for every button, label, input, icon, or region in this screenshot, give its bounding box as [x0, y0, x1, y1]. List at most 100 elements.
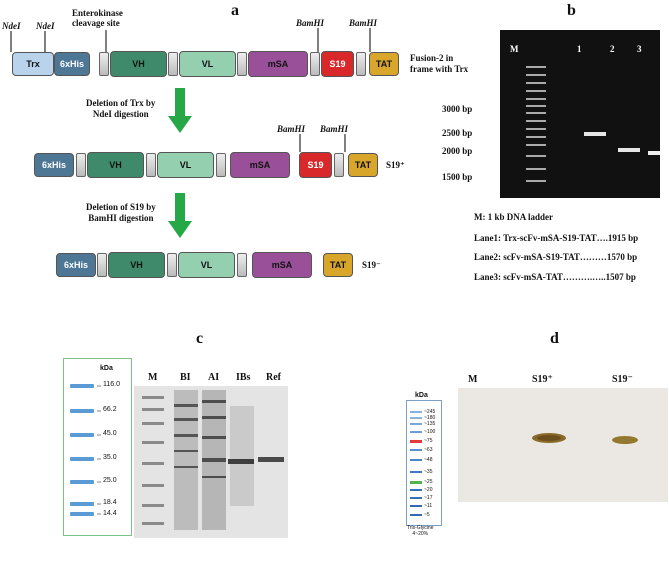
vh-segment: VH — [110, 51, 167, 77]
sds-page-gel-image — [134, 386, 288, 538]
s19-segment: S19 — [321, 51, 354, 77]
marker-label: 25.0 — [103, 477, 117, 484]
marker-label: ~20 — [424, 487, 433, 493]
marker-label: ~48 — [424, 457, 433, 463]
down-arrow-2 — [168, 193, 192, 238]
enterokinase-label: Enterokinase cleavage site — [72, 8, 123, 28]
legend-item: M: 1 kb DNA ladder — [474, 212, 554, 222]
marker-label: 35.0 — [103, 454, 117, 461]
western-blot-bands — [532, 433, 638, 444]
linker — [237, 52, 247, 76]
sds-lane-label: Ref — [266, 372, 281, 383]
marker-label: ~75 — [424, 438, 433, 444]
marker-label: ~135 — [424, 421, 436, 427]
ladder-label: 2500 bp — [442, 128, 473, 138]
agarose-gel-image — [500, 30, 666, 198]
tat-segment: TAT — [323, 253, 353, 277]
marker-label: 45.0 — [103, 430, 117, 437]
linker — [76, 153, 86, 177]
marker-label: ~100 — [424, 429, 436, 435]
sds-lane-label: BI — [180, 372, 191, 383]
msa-segment: mSA — [252, 252, 312, 278]
gel-lane-label: 1 — [577, 44, 582, 54]
linker — [99, 52, 109, 76]
msa-segment: mSA — [230, 152, 290, 178]
sds-lane-label: IBs — [236, 372, 251, 383]
s19-plus-label: S19⁺ — [386, 160, 405, 170]
marker-label: 18.4 — [103, 499, 117, 506]
vl-segment: VL — [157, 152, 214, 178]
linker — [334, 153, 344, 177]
sds-lane-label: M — [148, 372, 158, 383]
panel-b: M 1 2 3 — [480, 30, 669, 300]
legend-item: Lane1: Trx-scFv-mSA-S19-TAT….1915 bp — [474, 233, 639, 243]
linker — [168, 52, 178, 76]
s19-segment: S19 — [299, 152, 332, 178]
linker — [146, 153, 156, 177]
trx-segment: Trx — [12, 52, 54, 76]
panel-label-c: c — [196, 330, 204, 347]
ladder-label: 1500 bp — [442, 172, 473, 182]
step1-label: Deletion of Trx by NdeI digestion — [86, 98, 156, 119]
marker-label: ~63 — [424, 447, 433, 453]
bam-site-label-3: BamHI — [277, 124, 306, 134]
fusion-label: Fusion-2 in frame with Trx — [410, 53, 469, 74]
vh-segment: VH — [87, 152, 144, 178]
bam-site-label-1: BamHI — [296, 18, 325, 28]
tat-segment: TAT — [348, 153, 378, 177]
marker-label: 66.2 — [103, 406, 117, 413]
vh-segment: VH — [108, 252, 165, 278]
marker-label: ~245 — [424, 409, 436, 415]
blot-lane-label: S19⁻ — [612, 374, 633, 385]
msa-segment: mSA — [248, 51, 308, 77]
prestained-marker-box: ~245 ~180 ~135 ~100 ~75 ~63 ~48 ~35 ~25 … — [406, 400, 442, 526]
nde-site-label-2: NdeI — [36, 21, 55, 31]
marker-label: ~25 — [424, 479, 433, 485]
tat-segment: TAT — [369, 52, 399, 76]
gel-lane-label: 3 — [637, 44, 642, 54]
panel-a: NdeI NdeI Enterokinase cleavage site Bam… — [0, 0, 480, 300]
marker-label: ~11 — [424, 503, 433, 509]
sds-gel-bands — [142, 390, 284, 530]
kda-unit-label: kDa — [100, 365, 113, 372]
his-tag-segment: 6xHis — [54, 52, 90, 76]
blot-lane-label: S19⁺ — [532, 374, 553, 385]
ladder-label: 2000 bp — [442, 146, 473, 156]
kda-unit-label: kDa — [415, 392, 428, 399]
marker-label: 14.4 — [103, 510, 117, 517]
linker — [356, 52, 366, 76]
marker-label: ~35 — [424, 469, 433, 475]
linker — [97, 253, 107, 277]
legend-item: Lane2: scFv-mSA-S19-TAT………1570 bp — [474, 252, 638, 262]
panel-label-b: b — [567, 2, 576, 19]
nde-site-label-1: NdeI — [2, 21, 21, 31]
ladder-label: 3000 bp — [442, 104, 473, 114]
blot-lane-label: M — [468, 374, 478, 385]
linker — [237, 253, 247, 277]
prestained-marker-bands — [410, 411, 422, 516]
step2-label: Deletion of S19 by BamHI digestion — [86, 202, 156, 223]
site-lines — [10, 28, 371, 152]
marker-label: ~180 — [424, 415, 436, 421]
his-tag-segment: 6xHis — [56, 253, 96, 277]
gel-bands — [526, 66, 666, 182]
vl-segment: VL — [179, 51, 236, 77]
linker — [310, 52, 320, 76]
legend-item: Lane3: scFv-mSA-TAT……….…..1507 bp — [474, 272, 636, 282]
marker-label: 116.0 — [103, 381, 120, 388]
panel-label-a: a — [231, 2, 239, 19]
panel-label-d: d — [550, 330, 559, 347]
marker-label: ~17 — [424, 495, 433, 501]
linker — [216, 153, 226, 177]
his-tag-segment: 6xHis — [34, 153, 74, 177]
gel-type-label: Tris-Glycine 4~20% — [407, 525, 434, 537]
marker-label: ~5 — [424, 512, 430, 518]
gel-lane-label: 2 — [610, 44, 615, 54]
marker-bands — [70, 384, 101, 516]
linker — [167, 253, 177, 277]
sds-lane-label: AI — [208, 372, 220, 383]
vl-segment: VL — [178, 252, 235, 278]
s19-minus-label: S19⁻ — [362, 260, 381, 270]
gel-lane-label: M — [510, 44, 519, 54]
bam-site-label-2: BamHI — [349, 18, 378, 28]
